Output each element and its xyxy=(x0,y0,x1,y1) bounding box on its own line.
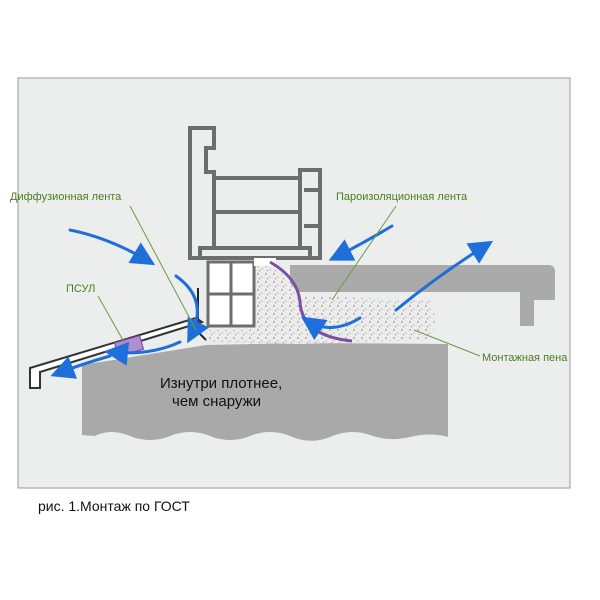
airflow-arrow-under xyxy=(104,340,182,366)
frame-base xyxy=(206,260,256,328)
window-sill xyxy=(290,265,555,326)
label-inside-line2: чем снаружи xyxy=(172,393,261,410)
airflow-arrow-inner-in xyxy=(328,224,394,261)
label-mounting-foam: Монтажная пена xyxy=(482,352,568,364)
label-inside-line1: Изнутри плотнее, xyxy=(160,375,282,392)
label-psul: ПСУЛ xyxy=(66,283,95,295)
airflow-arrow-outer-in xyxy=(68,228,156,266)
vapor-barrier-tape xyxy=(269,260,353,343)
mounting-foam xyxy=(206,262,435,344)
frame-gap xyxy=(254,258,276,266)
airflow-arrow-inner-curl xyxy=(301,316,362,340)
wall xyxy=(82,343,448,441)
figure-caption: рис. 1.Монтаж по ГОСТ xyxy=(38,498,190,514)
airflow-arrows xyxy=(50,224,494,379)
airflow-arrow-exit xyxy=(50,354,112,379)
window-frame xyxy=(188,126,322,260)
label-vapor-barrier-tape: Пароизоляционная лента xyxy=(336,191,468,203)
label-diffusion-tape: Диффузионная лента xyxy=(10,191,122,203)
airflow-arrow-inner-out xyxy=(394,240,494,312)
leader-lines xyxy=(97,205,481,357)
airflow-arrow-outer-down xyxy=(174,274,209,344)
